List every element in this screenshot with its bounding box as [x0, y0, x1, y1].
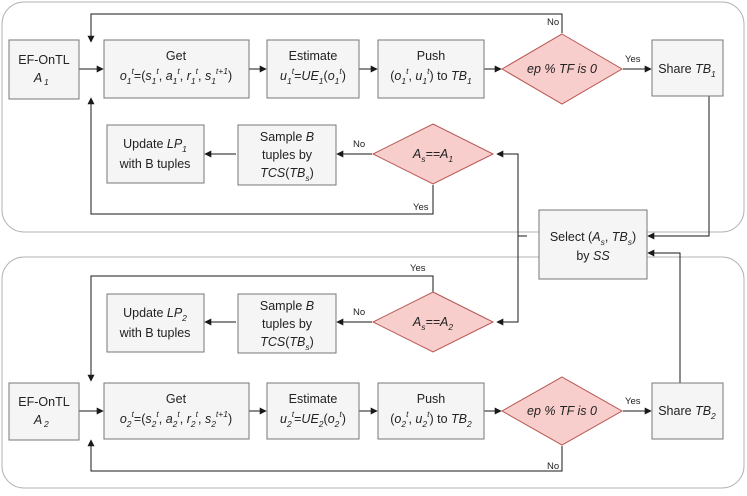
svg-text:1: 1 — [44, 77, 49, 87]
label-no: No — [547, 17, 559, 28]
label-yes: Yes — [410, 263, 426, 274]
get-box-2: Get o2t=(s2t, a2t, r2t, s2t+1) — [103, 382, 250, 440]
svg-text:2: 2 — [43, 419, 49, 429]
share-text: Share TB2 — [658, 404, 716, 421]
share-box-1: Share TB1 — [651, 39, 724, 97]
decision-as-text: As==A1 — [412, 147, 454, 164]
select-box: Select (As, TBs) by SS — [538, 209, 648, 280]
push-title: Push — [417, 392, 446, 406]
push-box-2: Push (o2t, u2t) to TB2 — [377, 382, 485, 440]
connectors-panel-1 — [79, 13, 710, 240]
select-line1: Select (As, TBs) — [550, 230, 636, 247]
push-formula: (o2t, u2t) to TB2 — [390, 409, 472, 429]
label-yes: Yes — [625, 396, 641, 407]
agent-name: EF-OnTL — [18, 395, 69, 409]
sample-line1: Sample B — [260, 299, 314, 313]
label-yes: Yes — [625, 54, 641, 65]
decision-as-2: As==A2 — [371, 291, 495, 353]
estimate-formula: u1t=UE1(o1t) — [280, 66, 346, 86]
push-formula: (o1t, u1t) to TB1 — [390, 66, 472, 86]
agent-name: EF-OnTL — [18, 53, 69, 67]
panel-agent-1 — [1, 1, 745, 233]
label-yes: Yes — [413, 202, 429, 213]
update-line1: Update LP2 — [123, 306, 187, 323]
panel-agent-2 — [1, 256, 745, 489]
estimate-box-1: Estimate u1t=UE1(o1t) — [266, 39, 360, 99]
sample-line3: TCS(TBs) — [260, 335, 314, 352]
decision-ep-text: ep % TF is 0 — [527, 404, 597, 418]
decision-ep-1: ep % TF is 0 — [501, 33, 623, 105]
get-title: Get — [166, 49, 187, 63]
agent-id: A — [33, 71, 42, 85]
push-title: Push — [417, 49, 446, 63]
label-no: No — [547, 461, 559, 472]
sample-line2: tuples by — [262, 148, 313, 162]
decision-ep-2: ep % TF is 0 — [500, 376, 624, 446]
label-no: No — [353, 307, 365, 318]
sample-line3: TCS(TBs) — [260, 166, 314, 183]
get-box-1: Get o1t=(s1t, a1t, r1t, s1t+1) — [103, 39, 250, 99]
get-title: Get — [166, 392, 187, 406]
agent-id: A — [33, 413, 42, 427]
estimate-title: Estimate — [289, 392, 338, 406]
get-formula: o2t=(s2t, a2t, r2t, s2t+1) — [120, 409, 232, 429]
get-formula: o1t=(s1t, a1t, r1t, s1t+1) — [120, 66, 232, 86]
update-box-2: Update LP2 with B tuples — [106, 293, 205, 353]
estimate-formula: u2t=UE2(o2t) — [280, 409, 346, 429]
update-line2: with B tuples — [119, 157, 191, 171]
label-no: No — [353, 139, 365, 150]
sample-line2: tuples by — [262, 317, 313, 331]
push-box-1: Push (o1t, u1t) to TB1 — [377, 39, 485, 99]
share-text: Share TB1 — [658, 62, 716, 79]
share-box-2: Share TB2 — [651, 382, 724, 440]
sample-box-1: Sample B tuples by TCS(TBs) — [237, 124, 337, 186]
agent-box-1: EF-OnTL A 1 — [8, 39, 80, 100]
update-line2: with B tuples — [119, 326, 191, 340]
update-box-1: Update LP1 with B tuples — [106, 124, 205, 184]
update-line1: Update LP1 — [123, 137, 187, 154]
select-line2: by SS — [576, 249, 610, 263]
agent-box-2: EF-OnTL A 2 — [8, 382, 80, 441]
estimate-box-2: Estimate u2t=UE2(o2t) — [266, 382, 360, 440]
decision-as-text: As==A2 — [412, 315, 454, 332]
sample-line1: Sample B — [260, 130, 314, 144]
decision-ep-text: ep % TF is 0 — [527, 62, 597, 76]
connectors-panel-2 — [79, 235, 681, 472]
sample-box-2: Sample B tuples by TCS(TBs) — [237, 293, 337, 354]
decision-as-1: As==A1 — [371, 123, 495, 185]
estimate-title: Estimate — [289, 49, 338, 63]
